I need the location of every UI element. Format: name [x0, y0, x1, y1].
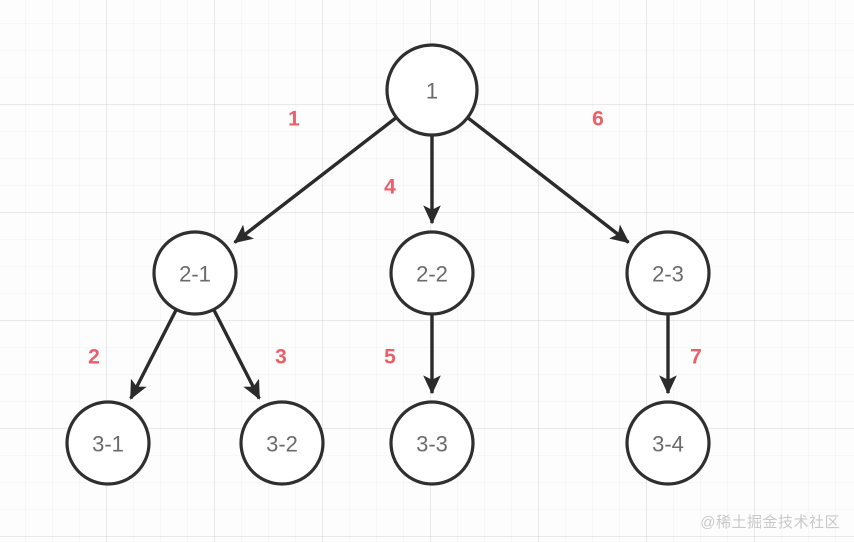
edge-order-label: 1: [288, 108, 300, 131]
tree-node: 2-2: [389, 230, 475, 316]
edge-order-label: 6: [592, 108, 604, 131]
node-label: 1: [426, 79, 438, 104]
edge-order-label: 5: [384, 346, 396, 369]
node-circle: [385, 43, 479, 137]
tree-node: 3-1: [65, 400, 151, 486]
node-circle: [65, 400, 151, 486]
node-layer: 1 2-1 2-2 2-3 3-1 3-2 3-3 3-4: [65, 43, 711, 486]
edge-label-layer: 1 4 6 2 3 5 7: [88, 108, 702, 369]
tree-edge: [212, 309, 261, 400]
node-circle: [389, 230, 475, 316]
node-circle: [625, 230, 711, 316]
node-label: 3-3: [416, 432, 448, 457]
tree-node: 2-1: [152, 230, 238, 316]
tree-edge: [467, 116, 630, 244]
node-label: 3-2: [266, 432, 298, 457]
node-circle: [152, 230, 238, 316]
tree-node: 3-4: [625, 400, 711, 486]
node-circle: [389, 400, 475, 486]
node-label: 2-2: [416, 262, 448, 287]
edge-order-label: 2: [88, 346, 100, 369]
tree-node: 3-2: [239, 400, 325, 486]
edge-order-label: 3: [275, 346, 287, 369]
watermark: @稀土掘金技术社区: [700, 514, 840, 531]
node-circle: [625, 400, 711, 486]
tree-node: 2-3: [625, 230, 711, 316]
node-circle: [239, 400, 325, 486]
tree-edge: [129, 309, 178, 400]
tree-node: 3-3: [389, 400, 475, 486]
edge-order-label: 4: [384, 176, 396, 199]
node-label: 3-1: [92, 432, 124, 457]
tree-edge: [233, 116, 397, 244]
node-label: 2-1: [179, 262, 211, 287]
tree-node: 1: [385, 43, 479, 137]
edge-layer: [129, 116, 677, 400]
edge-order-label: 7: [690, 346, 702, 369]
node-label: 2-3: [652, 262, 684, 287]
node-label: 3-4: [652, 432, 684, 457]
